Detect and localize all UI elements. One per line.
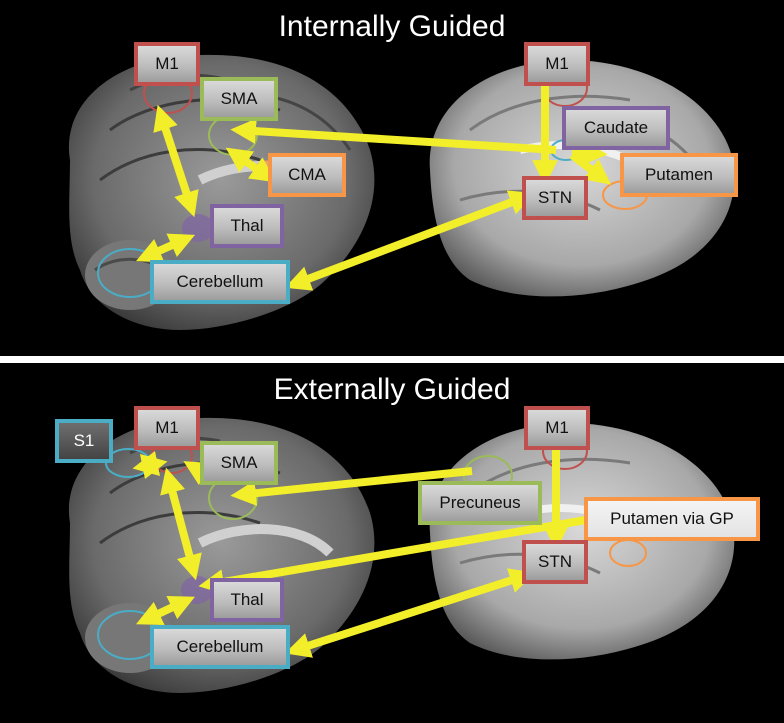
label-m1-right: M1 — [524, 406, 590, 450]
label-stn: STN — [522, 540, 588, 584]
label-caudate: Caudate — [562, 106, 670, 150]
label-cerebellum: Cerebellum — [150, 625, 290, 669]
label-m1-left: M1 — [134, 406, 200, 450]
label-precuneus: Precuneus — [418, 481, 542, 525]
label-s1: S1 — [55, 419, 113, 463]
arrow-putamen-caudate — [569, 151, 612, 185]
label-m1-left: M1 — [134, 42, 200, 86]
arrow-m1-thal — [153, 104, 199, 218]
label-putamen: Putamen — [620, 153, 738, 197]
label-thal: Thal — [210, 204, 284, 248]
internally-guided-panel: Internally Guided M1 SMA CMA Thal Cerebe… — [0, 0, 784, 356]
externally-guided-diagram — [68, 417, 735, 693]
arrow-s1-m1 — [132, 450, 168, 480]
arrow-sma-precuneus — [230, 467, 473, 506]
label-cma: CMA — [268, 153, 346, 197]
arrow-cerebellum-stn — [284, 568, 536, 658]
arrow-cerebellum-stn — [284, 190, 536, 291]
arrow-thal-cerebellum — [136, 595, 195, 626]
arrow-sma-caudate — [230, 118, 557, 154]
arrow-m1-thal — [160, 467, 202, 581]
panel-title: Internally Guided — [278, 10, 506, 43]
label-m1-right: M1 — [524, 42, 590, 86]
label-sma: SMA — [200, 441, 278, 485]
arrow-sma-cma — [225, 147, 277, 183]
panel-divider — [0, 356, 784, 363]
arrow-thal-cerebellum — [135, 233, 196, 263]
label-cerebellum: Cerebellum — [150, 260, 290, 304]
label-putamen-via-gp: Putamen via GP — [584, 497, 760, 541]
panel-title: Externally Guided — [273, 373, 511, 406]
label-sma: SMA — [200, 77, 278, 121]
arrow-putamen-thal — [198, 516, 587, 595]
label-thal: Thal — [210, 578, 284, 622]
arrow-caudate-right — [571, 139, 608, 166]
externally-guided-panel: Externally Guided S1 M1 SMA Thal Cerebel… — [0, 363, 784, 723]
label-stn: STN — [522, 176, 588, 220]
